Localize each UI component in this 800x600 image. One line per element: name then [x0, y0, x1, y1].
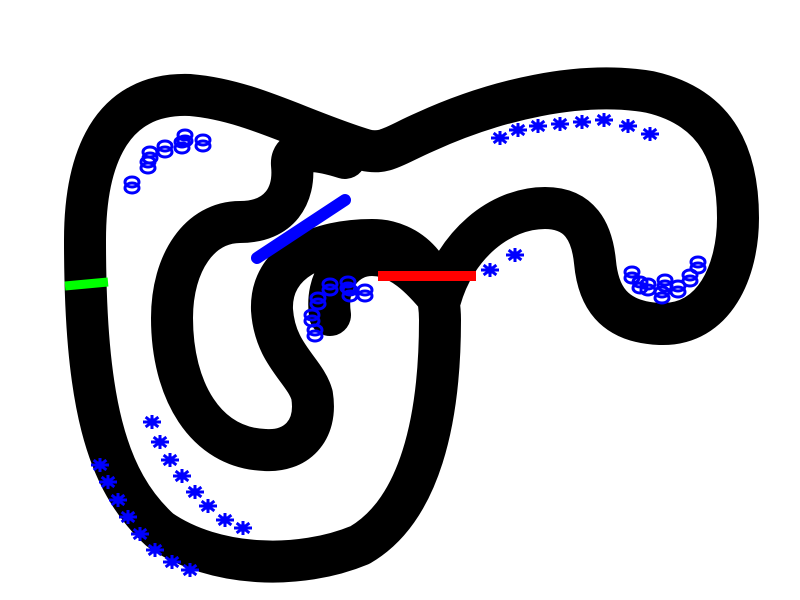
shrub-icon: [216, 513, 234, 527]
shrub-icon: [181, 563, 199, 577]
race-track: [64, 67, 759, 583]
tire-stack-icon: [321, 277, 339, 297]
shrub-icon: [506, 248, 524, 262]
shrub-icon: [186, 485, 204, 499]
shrub-icon: [491, 131, 509, 145]
shrub-icon: [619, 119, 637, 133]
tire-stack-icon: [656, 273, 674, 293]
shrub-icon: [109, 493, 127, 507]
tire-stack-icon: [141, 145, 159, 165]
shrub-icon: [173, 469, 191, 483]
shrub-icon: [234, 521, 252, 535]
shrub-icon: [151, 435, 169, 449]
shrub-icon: [551, 117, 569, 131]
tire-stack-icon: [341, 283, 359, 303]
tire-stack-icon: [689, 255, 707, 275]
tire-stack-icon: [194, 133, 212, 153]
shrub-icon: [509, 123, 527, 137]
shrub-icon: [143, 415, 161, 429]
tire-stack-icon: [356, 283, 374, 303]
shrub-icon: [91, 458, 109, 472]
start-line: [64, 277, 109, 291]
tire-stack-icon: [631, 275, 649, 295]
shrub-icon: [641, 127, 659, 141]
tire-stack-icon: [309, 291, 327, 311]
shrub-icon: [161, 453, 179, 467]
blue-barrier: [251, 194, 351, 264]
tire-stack-icon: [303, 308, 321, 328]
tire-stack-icon: [123, 175, 141, 195]
bush-groups: [91, 113, 659, 577]
tire-stack-icon: [156, 139, 174, 159]
tire-stack-icon: [176, 128, 194, 148]
tire-groups: [123, 128, 707, 343]
shrub-icon: [163, 555, 181, 569]
shrub-icon: [119, 510, 137, 524]
shrub-icon: [529, 119, 547, 133]
shrub-icon: [573, 115, 591, 129]
shrub-icon: [481, 263, 499, 277]
shrub-icon: [199, 499, 217, 513]
shrub-icon: [146, 543, 164, 557]
tire-stack-icon: [653, 285, 671, 305]
shrub-icon: [595, 113, 613, 127]
shrub-icon: [99, 475, 117, 489]
shrub-icon: [131, 527, 149, 541]
